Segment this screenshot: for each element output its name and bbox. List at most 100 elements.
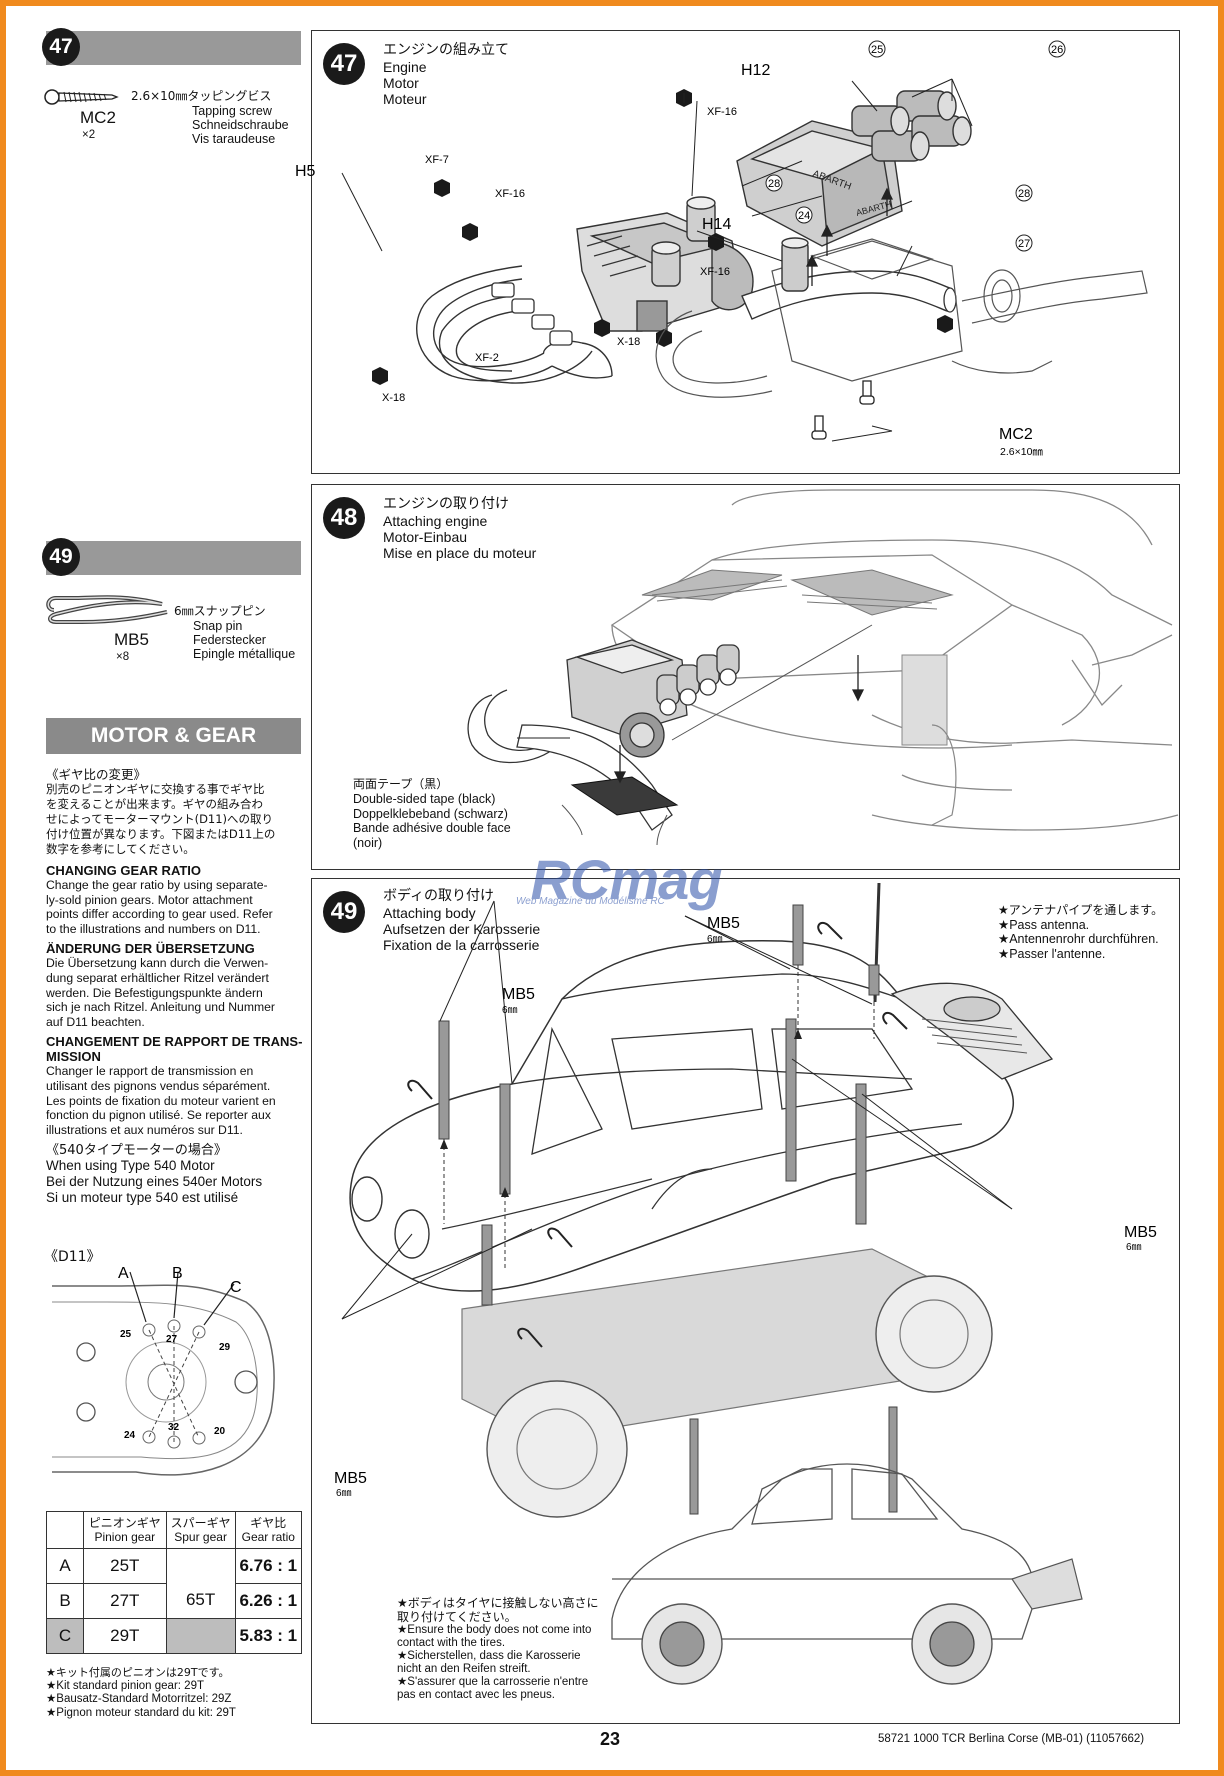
- spur-header-jp: スパーギヤ: [170, 1516, 231, 1530]
- step48-number: 48: [323, 497, 365, 539]
- step49-title-fr: Fixation de la carrosserie: [383, 937, 540, 953]
- gear-en-text: Change the gear ratio by using separate-…: [46, 878, 306, 936]
- label-xf2: XF-2: [475, 352, 499, 364]
- label-mc2-size: 2.6×10㎜: [1000, 446, 1043, 458]
- mc2-desc-de: Schneidschraube: [192, 118, 289, 132]
- ratio-value: 6.26 : 1: [234, 1583, 303, 1619]
- d11-letter-a: A: [118, 1265, 129, 1282]
- ratio-value: 6.76 : 1: [234, 1548, 303, 1584]
- mb5-label-center: MB5: [707, 915, 740, 932]
- tire-note-de-2: nicht an den Reifen streift.: [397, 1663, 531, 1675]
- gear-jp-line-2: を変えることが出来ます。ギヤの組み合わ: [46, 797, 264, 811]
- tire-note-en-2: contact with the tires.: [397, 1637, 506, 1649]
- mb5-size-top: 6㎜: [502, 1005, 518, 1016]
- gear-en-line-4: to the illustrations and numbers on D11.: [46, 921, 261, 936]
- gear-jp-line-4: 付け位置が異なります。下図またはD11上の: [46, 827, 276, 841]
- d11-letter-b: B: [172, 1265, 183, 1282]
- mc2-part-name: MC2: [80, 108, 116, 127]
- spur-header-en: Spur gear: [174, 1530, 227, 1544]
- tape-de: Doppelklebeband (schwarz): [353, 806, 508, 821]
- label-mc2: MC2: [999, 426, 1033, 443]
- footer-reference: 58721 1000 TCR Berlina Corse (MB-01) (11…: [878, 1733, 1145, 1745]
- tape-jp: 両面テープ（黒）: [353, 777, 449, 791]
- kit-notes: ★キット付属のピニオンは29Tです。 ★Kit standard pinion …: [46, 1666, 236, 1720]
- gear-fr-heading: CHANGEMENT DE RAPPORT DE TRANS- MISSION: [46, 1034, 306, 1064]
- table-row: B 27T 6.26 : 1: [46, 1583, 303, 1619]
- mb5-jp-desc: 6㎜スナップピン: [174, 604, 266, 618]
- rcmag-watermark-brand: RCmag: [530, 848, 722, 911]
- tape-lines: Double-sided tape (black) Doppelklebeban…: [353, 792, 511, 850]
- kit-note-en: ★Kit standard pinion gear: 29T: [46, 1679, 204, 1692]
- step48-title-fr: Mise en place du moteur: [383, 545, 537, 561]
- step49-number-left: 49: [42, 538, 80, 576]
- mb5-label-top: MB5: [502, 986, 535, 1003]
- gear-en-line-1: Change the gear ratio by using separate-: [46, 878, 268, 892]
- d11-num-24: 24: [124, 1430, 136, 1441]
- rcmag-watermark-tagline: Web Magazine du Modélisme RC: [516, 896, 665, 907]
- mb5-label-bottom: MB5: [334, 1470, 367, 1487]
- gear-en-line-2: ly-sold pinion gears. Motor attachment: [46, 892, 253, 907]
- pinion-value: 25T: [83, 1548, 167, 1584]
- gear-de-line-4: sich je nach Ritzel. Anleitung und Numme…: [46, 1000, 275, 1015]
- d11-num-32: 32: [168, 1422, 180, 1433]
- gear-fr-heading-line-1: CHANGEMENT DE RAPPORT DE TRANS-: [46, 1034, 303, 1050]
- body-attach-illustration: MB5 6㎜ MB5 6㎜ MB5 6㎜ MB5 6㎜: [334, 882, 1157, 1685]
- type540-jp-heading: 《540タイプモーターの場合》: [46, 1143, 227, 1159]
- pinion-value: 29T: [83, 1618, 167, 1654]
- tire-note-de-1: ★Sicherstellen, dass die Karosserie: [397, 1650, 581, 1662]
- callout-27: 27: [1018, 238, 1030, 250]
- ratio-header-en: Gear ratio: [241, 1530, 295, 1544]
- step48-title-de: Motor-Einbau: [383, 529, 468, 545]
- type540-lines: When using Type 540 Motor Bei der Nutzun…: [46, 1158, 306, 1206]
- tire-note-fr-2: pas en contact avec les pneus.: [397, 1689, 555, 1701]
- step47-title-fr: Moteur: [383, 91, 427, 107]
- gear-de-line-1: Die Übersetzung kann durch die Verwen-: [46, 956, 269, 971]
- mb5-size-bottom: 6㎜: [336, 1488, 352, 1499]
- label-h12: H12: [741, 62, 770, 79]
- pinion-value: 27T: [83, 1583, 167, 1619]
- motor-gear-banner: MOTOR & GEAR: [46, 718, 301, 754]
- mb5-desc-en: Snap pin: [193, 619, 243, 633]
- mc2-desc-en: Tapping screw: [192, 104, 272, 118]
- step49-title-en: Attaching body: [383, 905, 476, 921]
- gear-fr-heading-line-2: MISSION: [46, 1049, 101, 1065]
- step47-number: 47: [323, 43, 365, 85]
- step49-titles: ボディの取り付け Attaching body Aufsetzen der Ka…: [383, 888, 540, 953]
- gear-fr-line-4: fonction du pignon utilisé. Se reporter …: [46, 1108, 271, 1123]
- antenna-note-de: ★Antennenrohr durchführen.: [998, 932, 1159, 946]
- d11-letter-c: C: [230, 1279, 242, 1296]
- ratio-value: 5.83 : 1: [234, 1618, 303, 1654]
- step47-title-de: Motor: [383, 75, 419, 91]
- step47-title-en: Engine: [383, 59, 427, 75]
- mb5-label-right: MB5: [1124, 1224, 1157, 1241]
- tire-note-fr-1: ★S'assurer que la carrosserie n'entre: [397, 1676, 589, 1688]
- panel-step-48: 48 エンジンの取り付け Attaching engine Motor-Einb…: [311, 484, 1180, 870]
- antenna-note-fr: ★Passer l'antenne.: [998, 946, 1106, 961]
- label-xf16-c: XF-16: [700, 266, 730, 278]
- label-xf16-b: XF-16: [707, 106, 737, 118]
- page-number: 23: [600, 1729, 621, 1749]
- d11-num-20: 20: [214, 1426, 226, 1437]
- d11-num-27: 27: [166, 1334, 178, 1345]
- label-h14: H14: [702, 216, 731, 233]
- antenna-note-en: ★Pass antenna.: [998, 917, 1090, 932]
- gear-jp-line-3: せによってモーターマウント(D11)への取り: [46, 812, 274, 826]
- row-label: A: [46, 1548, 84, 1584]
- gear-fr-line-2: utilisant des pignons vendus séparément.: [46, 1078, 271, 1093]
- step48-titles: エンジンの取り付け Attaching engine Motor-Einbau …: [383, 496, 536, 561]
- gear-jp-heading: 《ギヤ比の変更》: [46, 767, 147, 782]
- kit-note-de: ★Bausatz-Standard Motorritzel: 29Z: [46, 1693, 232, 1705]
- tapping-screw-icon: [44, 89, 119, 105]
- rcmag-watermark: RCmag Web Magazine du Modélisme RC: [476, 852, 776, 912]
- mb5-desc-fr: Epingle métallique: [193, 647, 296, 661]
- step49-title-de: Aufsetzen der Karosserie: [383, 921, 541, 937]
- callout-28-a: 28: [768, 178, 780, 190]
- type540-en: When using Type 540 Motor: [46, 1158, 215, 1174]
- spur-value: 65T: [165, 1548, 236, 1619]
- gear-fr-text: Changer le rapport de transmission en ut…: [46, 1064, 306, 1137]
- table-row: A 25T 65T 6.76 : 1: [46, 1548, 303, 1619]
- gear-table-spur-header: スパーギヤ Spur gear: [165, 1511, 236, 1549]
- gear-jp-text: 別売のピニオンギヤに交換する事でギヤ比 を変えることが出来ます。ギヤの組み合わ …: [46, 782, 306, 857]
- antenna-notes: ★アンテナパイプを通します。 ★Pass antenna. ★Antennenr…: [998, 903, 1163, 961]
- gear-jp-line-5: 数字を参考にしてください。: [46, 842, 195, 856]
